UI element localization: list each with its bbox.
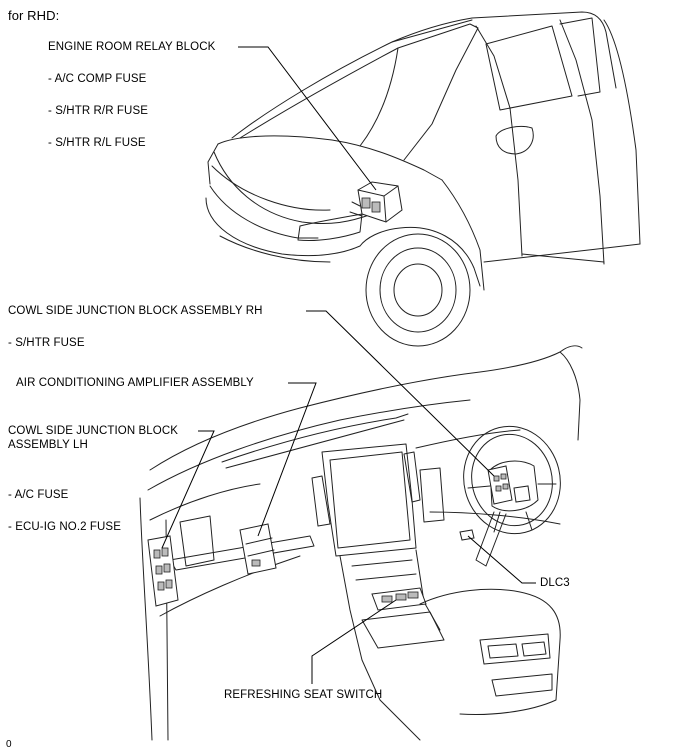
- leader-engine-room-relay-block: [238, 46, 377, 191]
- leader-cowl-side-junction-block-lh: [161, 430, 215, 549]
- cowl-side-junction-block-lh-drawing: [147, 535, 179, 607]
- label-cowl-side-junction-block-lh-line1: COWL SIDE JUNCTION BLOCK: [8, 425, 179, 437]
- vehicle-exterior-drawing: [205, 11, 641, 347]
- ac-amplifier-assembly-drawing: [239, 523, 277, 575]
- label-shtr-fuse: - S/HTR FUSE: [8, 337, 85, 349]
- label-shtr-rr-fuse: - S/HTR R/R FUSE: [48, 105, 148, 117]
- diagram-header: for RHD:: [8, 8, 60, 23]
- leader-refreshing-seat-switch: [311, 599, 397, 684]
- leader-lines: [161, 46, 536, 684]
- label-shtr-rl-fuse: - S/HTR R/L FUSE: [48, 137, 146, 149]
- label-ac-amplifier-assembly: AIR CONDITIONING AMPLIFIER ASSEMBLY: [16, 377, 254, 389]
- figure-id: 0: [6, 739, 12, 750]
- label-dlc3: DLC3: [540, 577, 570, 589]
- leader-dlc3: [467, 535, 536, 584]
- label-cowl-side-junction-block-lh-line2: ASSEMBLY LH: [8, 439, 88, 451]
- engine-room-relay-block-drawing: [349, 181, 403, 223]
- label-refreshing-seat-switch: REFRESHING SEAT SWITCH: [224, 689, 383, 701]
- label-ecu-ig-no2-fuse: - ECU-IG NO.2 FUSE: [8, 521, 121, 533]
- leader-cowl-side-junction-block-rh: [306, 310, 495, 477]
- label-ac-comp-fuse: - A/C COMP FUSE: [48, 73, 147, 85]
- leader-ac-amplifier-assembly: [257, 382, 317, 537]
- label-ac-fuse: - A/C FUSE: [8, 489, 69, 501]
- label-engine-room-relay-block: ENGINE ROOM RELAY BLOCK: [48, 41, 216, 53]
- dashboard-interior-drawing: [139, 345, 583, 741]
- label-cowl-side-junction-block-rh: COWL SIDE JUNCTION BLOCK ASSEMBLY RH: [8, 305, 263, 317]
